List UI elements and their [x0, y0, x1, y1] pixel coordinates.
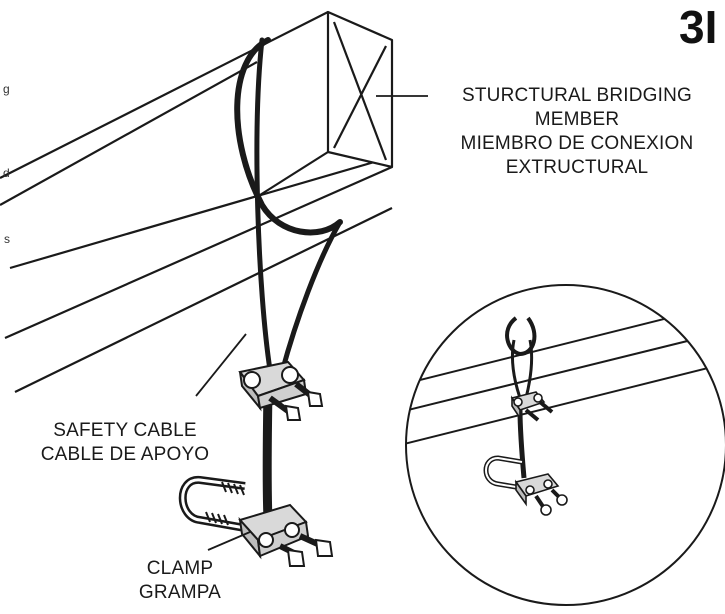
margin-fragment-3: s [4, 232, 10, 246]
margin-fragment-1: g [3, 82, 10, 96]
detail-view [405, 284, 725, 606]
step-number: 3I [679, 1, 718, 53]
margin-fragment-2: d [3, 166, 10, 180]
structural-bridging-member [0, 10, 394, 393]
bridging-member-label-line-4: EXTRUCTURAL [505, 157, 649, 178]
leader-lines [195, 95, 428, 551]
safety-cable-label-line-1: SAFETY CABLE [53, 420, 197, 441]
upper-cable-clamp [238, 360, 324, 421]
u-bolt-clamp [178, 476, 334, 567]
bridging-member-label-line-2: MEMBER [534, 109, 620, 130]
safety-cable-label-line-2: CABLE DE APOYO [40, 444, 210, 465]
clamp-label-line-2: GRAMPA [138, 582, 222, 603]
clamp-label-line-1: CLAMP [146, 558, 214, 579]
safety-cable [234, 37, 343, 525]
bridging-member-label-line-1: STURCTURAL BRIDGING [461, 85, 693, 106]
bridging-member-label-line-3: MIEMBRO DE CONEXION [460, 133, 694, 154]
